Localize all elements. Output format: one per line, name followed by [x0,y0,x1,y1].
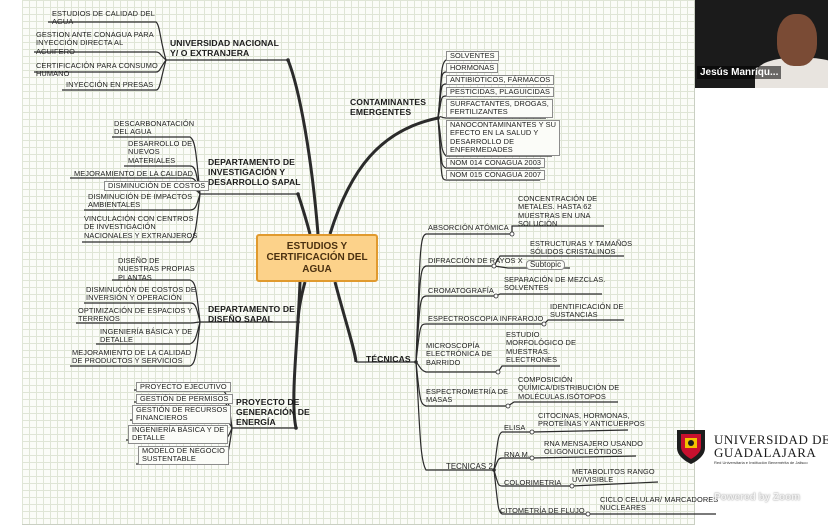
participant-name: Jesús Manríqu... [697,66,782,79]
diseno-item[interactable]: DISEÑO DE NUESTRAS PROPIAS PLANTAS [118,256,195,282]
universidad-item[interactable]: ESTUDIOS DE CALIDAD DEL AGUA [52,9,155,27]
tecnica-detail[interactable]: ESTRUCTURAS Y TAMAÑOS SÓLIDOS CRISTALINO… [530,239,633,257]
tecnica-label[interactable]: ESPECTROMETRÍA DE MASAS [426,387,509,405]
universidad-item[interactable]: GESTION ANTE CONAGUA PARA INYECCIÓN DIRE… [36,30,154,56]
tecnica2-label[interactable]: COLORIMETRIA [504,478,562,487]
universidad-item[interactable]: INYECCIÓN EN PRESAS [66,80,154,89]
central-topic[interactable]: ESTUDIOS Y CERTIFICACIÓN DEL AGUA [256,234,378,282]
energia-item[interactable]: INGENIERÍA BÁSICA Y DE DETALLE [128,425,229,444]
investigacion-item[interactable]: DISMINUCIÓN DE IMPACTOS AMBIENTALES [88,192,193,210]
participant-video-tile[interactable]: Jesús Manríqu... [695,0,828,88]
contaminantes-item[interactable]: ANTIBIOTICOS, FÁRMACOS [446,75,555,86]
tecnica2-detail[interactable]: CITOCINAS, HORMONAS, PROTEÍNAS Y ANTICUE… [538,411,645,429]
tecnica2-detail[interactable]: METABOLITOS RANGO UV/VISIBLE [572,467,655,485]
diseno-item[interactable]: OPTIMIZACIÓN DE ESPACIOS Y TERRENOS [78,306,193,324]
branch-diseno-title[interactable]: DEPARTAMENTO DE DISEÑO SAPAL [208,304,295,324]
tecnica-detail[interactable]: ESTUDIO MORFOLÓGICO DE MUESTRAS. ELECTRO… [506,330,576,365]
investigacion-item[interactable]: VINCULACIÓN CON CENTROS DE INVESTIGACIÓN… [84,214,198,240]
investigacion-item[interactable]: DISMINUCIÓN DE COSTOS [104,181,210,192]
university-tagline: Red Universitaria e Institución Beneméri… [714,460,808,465]
tecnica2-label[interactable]: ELISA [504,423,526,432]
subtopic-node[interactable]: Subtopic [526,260,566,271]
diseno-item[interactable]: MEJORAMIENTO DE LA CALIDAD DE PRODUCTOS … [72,348,192,366]
tecnica-label[interactable]: ABSORCIÓN ATÓMICA [428,223,509,232]
universidad-item[interactable]: CERTIFICACIÓN PARA CONSUMO HUMANO [36,61,158,79]
contaminantes-item[interactable]: SURFACTANTES, DROGAS, FERTILIZANTES [446,99,553,118]
investigacion-item[interactable]: DESARROLLO DE NUEVOS MATERIALES [128,139,193,165]
contaminantes-item[interactable]: NOM 014 CONAGUA 2003 [446,158,546,169]
university-logo: UNIVERSIDAD DE GUADALAJARA Red Universit… [672,422,828,470]
branch-tecnicas2-title[interactable]: TECNICAS 2 [446,462,493,471]
contaminantes-item[interactable]: PESTICIDAS, PLAGUICIDAS [446,87,555,98]
diseno-item[interactable]: DISMINUCIÓN DE COSTOS DE INVERSIÓN Y OPE… [86,285,196,303]
branch-energia-title[interactable]: PROYECTO DE GENERACIÓN DE ENERGÍA [236,397,310,427]
contaminantes-item[interactable]: NANOCONTAMINANTES Y SU EFECTO EN LA SALU… [446,120,561,156]
contaminantes-item[interactable]: SOLVENTES [446,51,499,62]
tecnica-detail[interactable]: CONCENTRACIÓN DE METALES. HASTA 62 MUEST… [518,194,598,229]
university-name-line2: GUADALAJARA [714,445,817,460]
branch-universidad-title[interactable]: UNIVERSIDAD NACIONAL Y/ O EXTRANJERA [170,38,279,58]
university-crest-icon [677,430,705,464]
tecnica2-label[interactable]: RNA M. [504,450,531,459]
tecnica-label[interactable]: ESPECTROSCOPIA INFRAROJO [428,314,544,323]
tecnica-detail[interactable]: IDENTIFICACIÓN DE SUSTANCIAS [550,302,624,320]
branch-contaminantes-title[interactable]: CONTAMINANTES EMERGENTES [350,97,427,117]
tecnica-detail[interactable]: SEPARACIÓN DE MEZCLAS. SOLVENTES [504,275,606,293]
energia-item[interactable]: GESTIÓN DE PERMISOS [136,394,233,405]
investigacion-item[interactable]: MEJORAMIENTO DE LA CALIDAD [74,169,194,178]
contaminantes-item[interactable]: NOM 015 CONAGUA 2007 [446,170,546,181]
participant-avatar [777,14,817,66]
tecnica-label[interactable]: DIFRACCIÓN DE RAYOS X [428,256,523,265]
investigacion-item[interactable]: DESCARBONATACIÓN DEL AGUA [114,119,195,137]
tecnica2-detail[interactable]: CICLO CELULAR/ MARCADORES NUCLEARES [600,495,719,513]
energia-item[interactable]: PROYECTO EJECUTIVO [136,382,231,393]
tecnica2-label[interactable]: CITOMETRÍA DE FLUJO [500,506,585,515]
tecnica-label[interactable]: CROMATOGRAFÍA [428,286,494,295]
tecnica2-detail[interactable]: RNA MENSAJERO USANDO OLIGONUCLEÓTIDOS [544,439,643,457]
zoom-watermark: Powered by Zoom [714,492,801,503]
university-name-line1: UNIVERSIDAD DE [714,432,828,447]
branch-investigacion-title[interactable]: DEPARTAMENTO DE INVESTIGACIÓN Y DESARROL… [208,157,301,187]
diseno-item[interactable]: INGENIERÍA BÁSICA Y DE DETALLE [100,327,193,345]
branch-tecnicas-title[interactable]: TÉCNICAS [366,354,411,364]
energia-item[interactable]: MODELO DE NEGOCIO SUSTENTABLE [138,446,230,465]
tecnica-label[interactable]: MICROSCOPÍA ELECTRÓNICA DE BARRIDO [426,341,492,367]
energia-item[interactable]: GESTIÓN DE RECURSOS FINANCIEROS [132,405,232,424]
contaminantes-item[interactable]: HORMONAS [446,63,499,74]
tecnica-detail[interactable]: COMPOSICIÓN QUÍMICA/DISTRIBUCIÓN DE MOLÉ… [518,375,620,401]
